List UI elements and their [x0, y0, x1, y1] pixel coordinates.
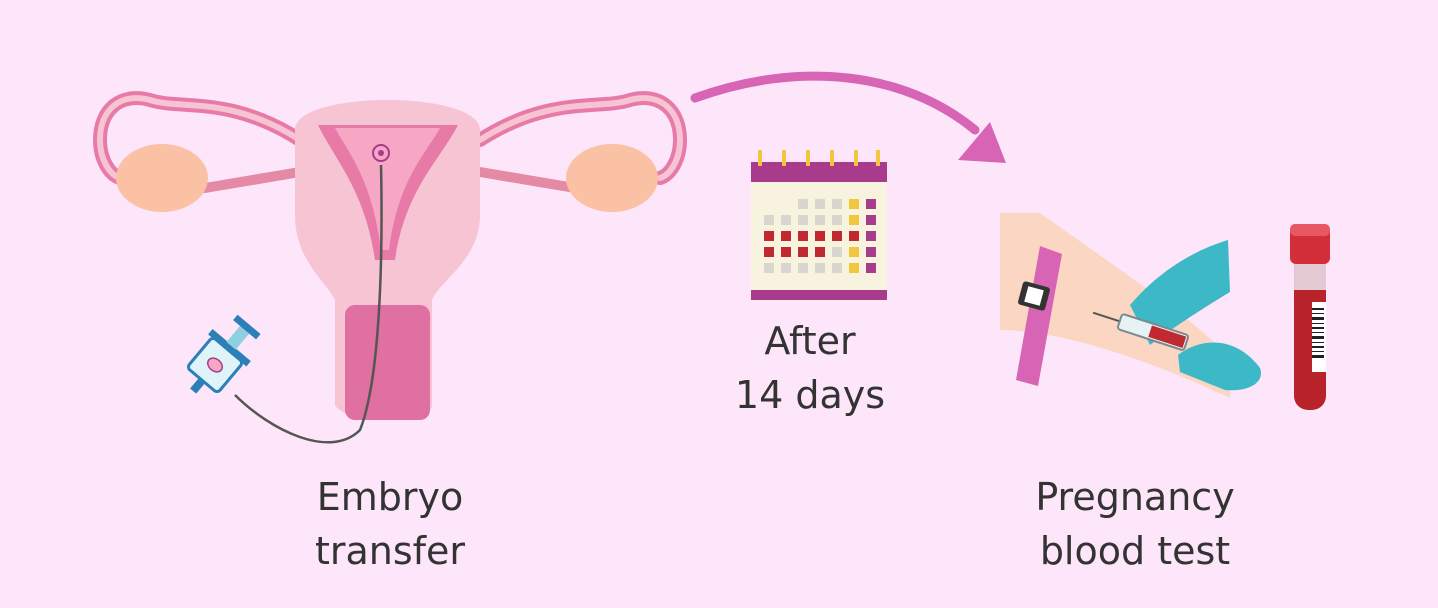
calendar-day-cell: [798, 263, 808, 273]
calendar-day-cell: [849, 231, 859, 241]
after-days-label: After 14 days: [690, 314, 930, 422]
uterus-icon: [92, 91, 688, 444]
calendar-day-cell: [866, 231, 876, 241]
calendar-day-cell: [815, 247, 825, 257]
blood-tube-icon: [1290, 224, 1330, 410]
curved-arrow-icon: [690, 71, 1006, 163]
calendar-day-cell: [798, 215, 808, 225]
embryo-transfer-line-1: Embryo: [316, 475, 464, 519]
calendar-icon: [751, 150, 887, 300]
blood-test-line-1: Pregnancy: [1035, 475, 1235, 519]
blood-test-label: Pregnancy blood test: [980, 470, 1290, 578]
calendar-day-cell: [815, 215, 825, 225]
calendar-day-cell: [866, 247, 876, 257]
calendar-day-cell: [781, 231, 791, 241]
calendar-day-cell: [798, 199, 808, 209]
calendar-day-cell: [764, 231, 774, 241]
calendar-day-cell: [849, 199, 859, 209]
calendar-day-cell: [849, 263, 859, 273]
calendar-day-cell: [866, 263, 876, 273]
calendar-day-cell: [832, 231, 842, 241]
calendar-day-cell: [798, 247, 808, 257]
calendar-day-cell: [849, 215, 859, 225]
calendar-day-cell: [832, 199, 842, 209]
calendar-day-cell: [866, 215, 876, 225]
calendar-day-cell: [849, 247, 859, 257]
calendar-day-cell: [832, 263, 842, 273]
embryo-transfer-label: Embryo transfer: [240, 470, 540, 578]
calendar-day-cell: [866, 199, 876, 209]
after-days-line-1: After: [764, 319, 856, 363]
blood-test-line-2: blood test: [1039, 529, 1231, 573]
after-days-line-2: 14 days: [734, 373, 886, 417]
calendar-day-cell: [764, 247, 774, 257]
syringe-icon: [186, 314, 261, 394]
arm-blood-draw-icon: [1000, 213, 1261, 398]
calendar-day-cell: [832, 247, 842, 257]
calendar-day-cell: [832, 215, 842, 225]
calendar-day-cell: [815, 199, 825, 209]
embryo-transfer-line-2: transfer: [314, 529, 466, 573]
calendar-day-cell: [781, 263, 791, 273]
calendar-day-cell: [764, 263, 774, 273]
calendar-day-cell: [764, 215, 774, 225]
calendar-day-cell: [815, 263, 825, 273]
calendar-day-cell: [781, 247, 791, 257]
calendar-day-cell: [798, 231, 808, 241]
calendar-day-cell: [815, 231, 825, 241]
calendar-day-cell: [781, 215, 791, 225]
